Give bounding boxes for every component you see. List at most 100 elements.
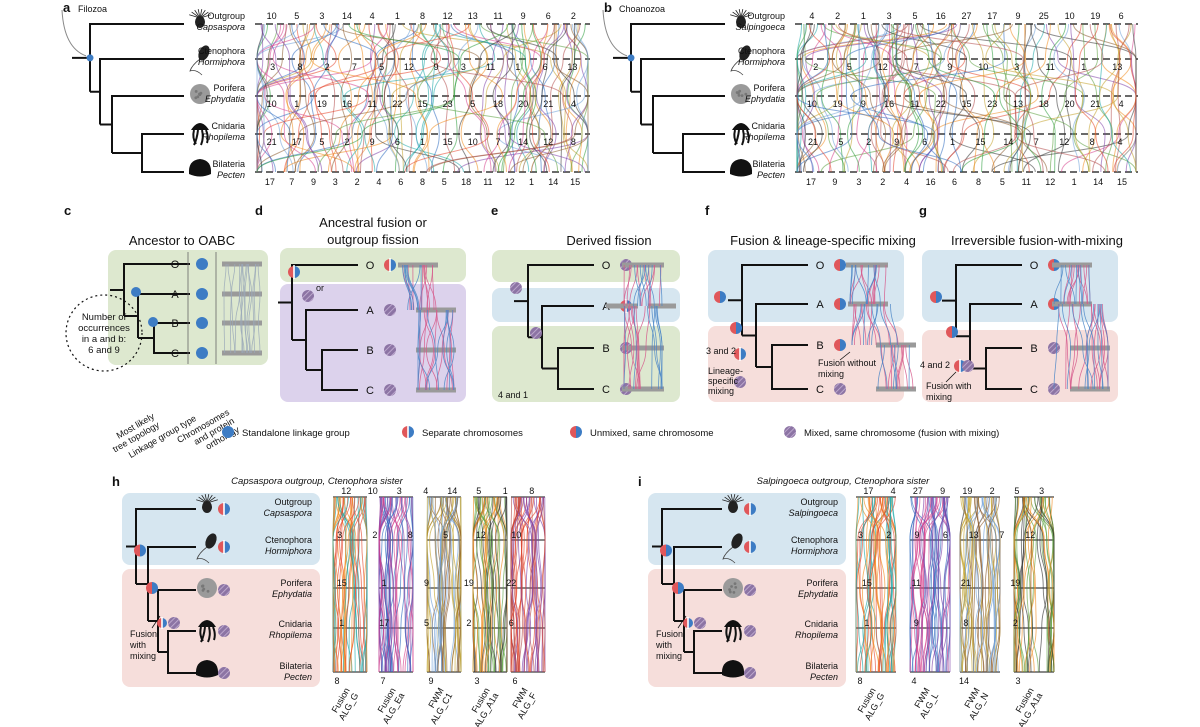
- blue-half: [720, 291, 726, 303]
- orthology-line: [1093, 303, 1104, 349]
- synteny-curve: [444, 539, 446, 589]
- orthology-line: [654, 305, 661, 349]
- synteny-curve: [323, 23, 379, 60]
- synteny-curve: [994, 587, 997, 629]
- synteny-curve: [256, 58, 372, 97]
- orthology-line: [1093, 303, 1100, 349]
- chromosome-number: 2: [866, 137, 871, 147]
- panel-letter: c: [64, 203, 71, 218]
- synteny-curve: [514, 496, 517, 541]
- orthology-line: [417, 349, 431, 391]
- chromosome-number: 1: [503, 486, 508, 496]
- chromosome-number: 9: [1016, 11, 1021, 21]
- synteny-curve: [1112, 133, 1118, 173]
- red-half: [384, 259, 390, 271]
- pecten-icon: [188, 159, 212, 177]
- chromosome-number: 8: [408, 530, 413, 540]
- synteny-curve: [909, 496, 919, 541]
- chromosome-number: 21: [543, 99, 553, 109]
- synteny-curve: [927, 539, 934, 589]
- synteny-curve: [1044, 23, 1051, 60]
- orthology-line: [258, 293, 261, 324]
- synteny-curve: [917, 496, 941, 541]
- synteny-curve: [796, 58, 829, 97]
- red-half: [834, 298, 840, 310]
- synteny-curve: [943, 496, 948, 541]
- synteny-curve: [1111, 133, 1131, 173]
- synteny-curve: [388, 496, 398, 541]
- separate-symbol: [402, 425, 414, 439]
- synteny-curve: [865, 627, 873, 673]
- unmixed-symbol: [834, 339, 846, 351]
- orthology-line: [636, 347, 647, 390]
- synteny-curve: [373, 95, 388, 135]
- synteny-curve: [379, 627, 386, 673]
- synteny-curve: [917, 496, 928, 541]
- synteny-curve: [398, 627, 402, 673]
- red-half: [134, 544, 140, 557]
- filopodium: [732, 496, 742, 504]
- orthology-line: [1082, 264, 1088, 305]
- synteny-curve: [283, 133, 316, 173]
- orthology-line: [871, 303, 878, 346]
- synteny-curve: [529, 627, 535, 673]
- synteny-curve: [489, 587, 494, 629]
- synteny-curve: [929, 539, 933, 589]
- synteny-curve: [342, 587, 345, 629]
- synteny-curve: [956, 23, 978, 60]
- synteny-curve: [914, 496, 926, 541]
- orthology-line: [651, 305, 657, 349]
- synteny-curve: [888, 496, 892, 541]
- synteny-curve: [870, 539, 878, 589]
- synteny-curve: [384, 23, 470, 60]
- synteny-curve: [911, 496, 918, 541]
- standalone-circle: [131, 287, 141, 297]
- comb-jelly-body: [739, 45, 751, 61]
- synteny-curve: [465, 23, 471, 60]
- synteny-curve: [1013, 587, 1020, 629]
- synteny-curve: [511, 587, 519, 629]
- synteny-curve: [406, 133, 423, 173]
- annotation-label: mixing: [130, 651, 156, 661]
- synteny-curve: [522, 496, 536, 541]
- occurrence-note: Number of: [82, 312, 127, 323]
- synteny-curve: [1095, 133, 1109, 173]
- synteny-curve: [484, 496, 501, 541]
- chromosome-number: 6: [922, 137, 927, 147]
- chromosome-number: 22: [506, 578, 516, 588]
- synteny-curve: [342, 95, 363, 135]
- tree-branch: [111, 95, 184, 154]
- synteny-curve: [533, 587, 535, 629]
- synteny-curve: [533, 539, 537, 589]
- blue-half: [678, 582, 684, 594]
- chromosome-number: 11: [493, 11, 502, 21]
- blue-half: [688, 618, 693, 628]
- sponge-pore: [730, 585, 733, 588]
- synteny-curve: [510, 627, 513, 673]
- unmixed-symbol: [146, 582, 158, 594]
- scallop-shell: [195, 660, 219, 678]
- leaf-label: O: [366, 260, 375, 272]
- synteny-curve: [536, 627, 541, 673]
- comb-jelly-body: [205, 533, 217, 549]
- synteny-curve: [479, 496, 481, 541]
- standalone-symbol: [131, 287, 141, 297]
- synteny-curve: [929, 587, 936, 629]
- synteny-curve: [409, 23, 422, 60]
- synteny-curve: [331, 133, 348, 173]
- synteny-curve: [472, 627, 475, 673]
- orthology-line: [634, 264, 641, 307]
- chromosome-number: 7: [914, 62, 919, 72]
- synteny-curve: [951, 95, 958, 135]
- chromosome-number: 12: [341, 486, 351, 496]
- synteny-curve: [429, 587, 437, 629]
- synteny-curve: [916, 23, 935, 60]
- synteny-curve: [351, 133, 360, 173]
- synteny-curve: [983, 587, 990, 629]
- ephydatia-icon: [197, 578, 217, 598]
- chromosome-number: 1: [1072, 177, 1077, 187]
- synteny-curve: [510, 133, 589, 173]
- orthology-line: [629, 264, 638, 307]
- synteny-curve: [892, 58, 911, 97]
